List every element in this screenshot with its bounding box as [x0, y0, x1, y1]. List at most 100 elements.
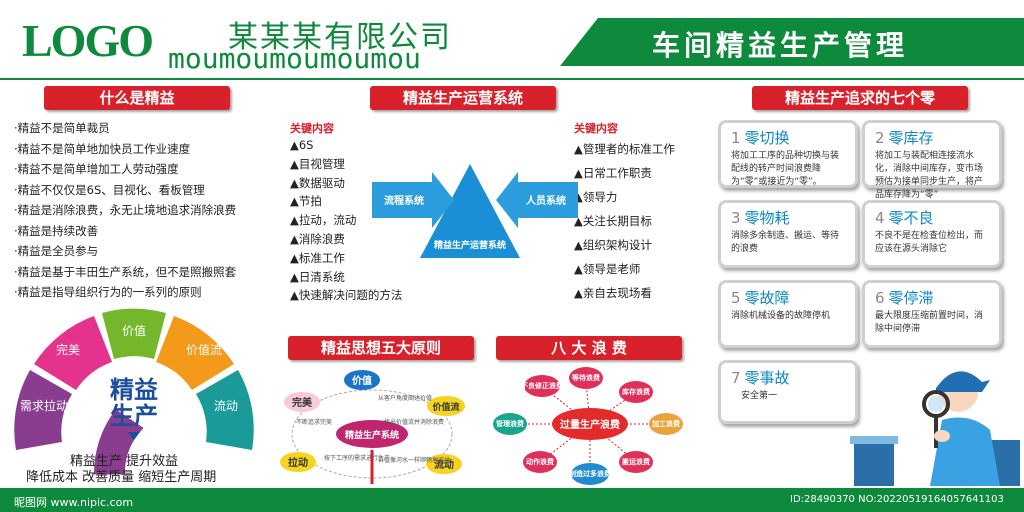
list-item: ▲日清系统	[290, 269, 345, 284]
company-name: 某某某有限公司	[228, 20, 452, 55]
card-title: 零库存	[888, 129, 934, 147]
card-number: 2	[875, 129, 885, 147]
waste-bubble: 管理浪费	[496, 419, 524, 428]
section-title-five-principles: 精益思想五大原则	[288, 336, 474, 360]
card-title: 零切换	[744, 129, 790, 147]
lean-definition-list: ·精益不是简单裁员 ·精益不是简单地加快员工作业速度 ·精益不是简单增加工人劳动…	[14, 118, 236, 303]
list-item: ·精益不仅仅是6S、目视化、看板管理	[14, 182, 205, 197]
arrow-label-people: 人员系统	[526, 194, 566, 207]
list-item: ·精益不是简单地加快员工作业速度	[14, 141, 191, 156]
company-name-en: moumoumoumoumou	[168, 42, 421, 75]
principle-note: 找出价值流并消除浪费	[384, 418, 444, 426]
list-item: ▲6S	[290, 138, 314, 152]
list-item: ·精益不是简单裁员	[14, 121, 110, 135]
list-item: ▲领导力	[574, 190, 618, 204]
page-title: 车间精益生产管理	[652, 29, 909, 62]
card-number: 6	[875, 289, 885, 307]
logo: LOGO	[22, 15, 154, 66]
wheel-segment-flow: 流动	[214, 399, 238, 413]
card-desc: 最大限度压缩前置时间，消除中间停滞	[875, 311, 984, 334]
card-desc: 不良不是在检查位检出，而应该在源头消除它	[875, 231, 984, 254]
header-banner	[0, 18, 1024, 80]
section-title-eight-wastes: 八 大 浪 费	[496, 336, 682, 360]
people-key-list: ▲管理者的标准工作 ▲日常工作职责 ▲领导力 ▲关注长期目标 ▲组织架构设计 ▲…	[574, 137, 675, 305]
wheel-center-line2: 生产	[110, 402, 158, 430]
waste-bubble: 加工浪费	[651, 419, 680, 428]
wheel-caption-2: 降低成本 改善质量 缩短生产周期	[26, 470, 217, 485]
card-number: 1	[731, 129, 741, 147]
wheel-segment-perfect: 完美	[56, 342, 80, 357]
list-item: ▲消除浪费	[290, 231, 345, 246]
list-item: ·精益是全员参与	[14, 244, 99, 258]
principle-node-perfect: 完美	[292, 396, 313, 409]
principle-note: 从客户角度阐述价值	[378, 394, 432, 402]
card-number: 3	[731, 209, 741, 227]
list-item: ▲亲自去现场看	[574, 286, 652, 300]
waste-bubble: 制造过多浪费	[569, 469, 611, 478]
list-item: ▲关注长期目标	[574, 214, 652, 228]
waste-bubble: 搬运浪费	[622, 457, 650, 466]
card-desc: 将加工与装配相连接流水化，消除中间库存，变市场预估为接单同步生产，将产品库存降为…	[875, 151, 984, 200]
list-item: ·精益是消除浪费，永无止境地追求消除浪费	[14, 203, 237, 217]
list-item: ▲组织架构设计	[574, 238, 652, 252]
principle-note: 不断追求完美	[296, 418, 332, 426]
list-item: ·精益是持续改善	[14, 223, 99, 238]
wheel-caption-1: 精益生产 提升效益	[70, 454, 179, 469]
wheel-center-line1: 精益	[110, 376, 158, 404]
section-title-seven-zeros: 精益生产追求的七个零	[752, 86, 968, 110]
watermark-left: 昵图网 www.nipic.com	[14, 496, 134, 509]
waste-bubble: 库存浪费	[622, 387, 650, 396]
card-desc: 消除机械设备的故障停机	[731, 311, 831, 321]
waste-bubble: 等待浪费	[571, 373, 600, 382]
principle-note: 按下工序的需求进行生产	[324, 454, 390, 462]
principle-node-flow: 流动	[434, 458, 454, 471]
list-item: ▲数据驱动	[290, 175, 345, 190]
card-title: 零不良	[888, 209, 934, 227]
triangle-label: 精益生产运营系统	[434, 239, 506, 251]
principles-center: 精益生产系统	[345, 429, 399, 441]
eight-wastes-diagram: 过量生产浪费 等待浪费 库存浪费 加工浪费 搬运浪费 制造过多浪费 动作浪费 管…	[493, 367, 683, 485]
list-item: ▲管理者的标准工作	[574, 142, 675, 156]
card-title: 零故障	[744, 289, 790, 307]
principle-note: 价值像河水一样顺畅地流动	[378, 456, 450, 464]
waste-bubble: 不良修正浪费	[521, 381, 563, 390]
five-principles-diagram: 精益生产系统 价值 价值流 流动 拉动 完美 从客户角度阐述价值 找出价值流并消…	[280, 370, 465, 484]
arrow-label-process: 流程系统	[384, 194, 424, 207]
waste-center: 过量生产浪费	[560, 418, 620, 431]
section-title-what-is-lean: 什么是精益	[44, 86, 230, 110]
card-desc: 将加工工序的品种切换与装配线的转产时间浪费降为“零”或接近为“零”。	[731, 151, 840, 187]
watermark-right: ID:28490370 NO:20220519164057641103	[790, 494, 1004, 505]
wheel-segment-value: 价值	[122, 323, 146, 338]
list-item: ▲领导是老师	[574, 262, 641, 276]
card-number: 5	[731, 289, 741, 307]
operating-system-diagram: 流程系统 人员系统 精益生产运营系统	[372, 164, 578, 258]
card-desc: 消除多余制造、搬运、等待的浪费	[731, 231, 840, 254]
section-title-operating-system: 精益生产运营系统	[370, 86, 556, 110]
waste-bubble: 动作浪费	[526, 457, 554, 466]
list-item: ▲标准工作	[290, 250, 345, 265]
card-number: 7	[731, 369, 741, 387]
principle-node-value-stream: 价值流	[432, 401, 459, 413]
inspector-illustration	[850, 371, 1020, 486]
card-title: 零事故	[744, 369, 790, 387]
process-key-list: ▲6S ▲目视管理 ▲数据驱动 ▲节拍 ▲拉动，流动 ▲消除浪费 ▲标准工作 ▲…	[290, 136, 402, 305]
list-item: ▲日常工作职责	[574, 166, 652, 180]
card-number: 4	[875, 209, 885, 227]
list-item: ▲拉动，流动	[290, 213, 357, 228]
list-item: ·精益是指导组织行为的一系列的原则	[14, 285, 202, 299]
left-key-title: 关键内容	[290, 122, 334, 135]
card-title: 零物耗	[744, 209, 790, 227]
list-item: ▲节拍	[290, 194, 322, 209]
principle-node-pull: 拉动	[288, 456, 308, 469]
list-item: ·精益是基于丰田生产系统，但不是照搬照套	[14, 264, 237, 279]
card-title: 零停滞	[888, 289, 934, 307]
card-desc: 安全第一	[741, 391, 778, 401]
footer-bar	[0, 488, 1024, 512]
